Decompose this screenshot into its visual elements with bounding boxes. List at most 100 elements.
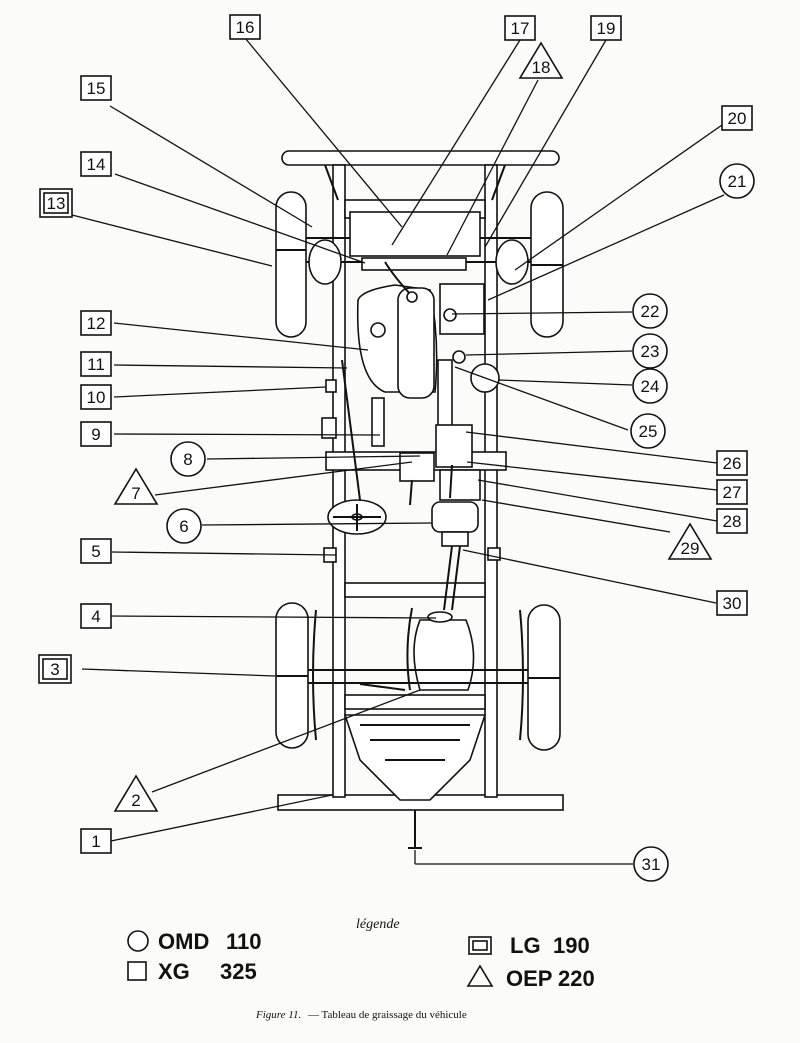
circle-marker-icon bbox=[632, 333, 668, 369]
callout-number: 31 bbox=[642, 855, 661, 874]
callout-number: 3 bbox=[50, 660, 59, 679]
callout-3: 3 bbox=[38, 654, 72, 684]
callout-number: 27 bbox=[723, 483, 742, 502]
callout-number: 30 bbox=[723, 594, 742, 613]
circle-marker-icon bbox=[166, 508, 202, 544]
callout-27: 27 bbox=[716, 479, 748, 505]
callout-7: 7 bbox=[113, 467, 159, 505]
triangle-marker-icon bbox=[113, 774, 159, 812]
callout-20: 20 bbox=[721, 105, 753, 131]
circle-marker-icon bbox=[630, 413, 666, 449]
cross-member-rear-1 bbox=[344, 582, 486, 598]
callout-14: 14 bbox=[80, 151, 112, 177]
callout-number: 17 bbox=[511, 19, 530, 38]
circle-marker-icon bbox=[632, 293, 668, 329]
callout-26: 26 bbox=[716, 450, 748, 476]
callout-number: 26 bbox=[723, 454, 742, 473]
triangle-symbol-icon bbox=[466, 964, 494, 987]
callout-22: 22 bbox=[632, 293, 668, 329]
callout-number: 8 bbox=[183, 450, 192, 469]
square-marker-icon bbox=[80, 351, 112, 377]
callout-16: 16 bbox=[229, 14, 261, 40]
square-marker-icon bbox=[716, 450, 748, 476]
callout-number: 11 bbox=[87, 355, 105, 374]
circle-marker-icon bbox=[633, 846, 669, 882]
callout-5: 5 bbox=[80, 538, 112, 564]
callout-number: 12 bbox=[87, 314, 106, 333]
circle-marker-icon bbox=[170, 441, 206, 477]
callout-number: 25 bbox=[639, 422, 658, 441]
square-marker-icon bbox=[504, 15, 536, 41]
callout-6: 6 bbox=[166, 508, 202, 544]
legend-value: 110 bbox=[226, 929, 262, 954]
caption-label: Figure 11. bbox=[255, 1009, 301, 1021]
legend-code: XG bbox=[158, 959, 190, 984]
square-marker-icon bbox=[80, 384, 112, 410]
square-marker-icon bbox=[80, 828, 112, 854]
leader-lines bbox=[71, 37, 725, 865]
callout-number: 19 bbox=[597, 19, 616, 38]
square-symbol-icon bbox=[127, 961, 147, 981]
legend-title: légende bbox=[356, 917, 400, 932]
square-marker-icon bbox=[80, 310, 112, 336]
callout-number: 10 bbox=[87, 388, 106, 407]
triangle-marker-icon bbox=[518, 41, 564, 79]
legend-value: 190 bbox=[553, 933, 590, 958]
legend-code: LG bbox=[510, 933, 541, 958]
callout-11: 11 bbox=[80, 351, 112, 377]
callout-number: 6 bbox=[179, 517, 188, 536]
callout-8: 8 bbox=[170, 441, 206, 477]
front-wheel-left bbox=[275, 191, 307, 338]
callout-21: 21 bbox=[719, 163, 755, 199]
front-bumper bbox=[281, 150, 560, 166]
callout-13: 13 bbox=[39, 188, 73, 218]
callout-28: 28 bbox=[716, 508, 748, 534]
legend-value: 220 bbox=[558, 966, 595, 991]
callout-number: 9 bbox=[91, 425, 100, 444]
square-marker-icon bbox=[721, 105, 753, 131]
callout-12: 12 bbox=[80, 310, 112, 336]
square-marker-icon bbox=[590, 15, 622, 41]
circle-marker-icon bbox=[632, 368, 668, 404]
callout-number: 20 bbox=[728, 109, 747, 128]
legend-item-lg: LG 190 bbox=[468, 933, 590, 958]
legend-value: 325 bbox=[220, 959, 257, 984]
callout-number: 4 bbox=[91, 607, 100, 626]
triangle-marker-icon bbox=[113, 467, 159, 505]
square-marker-icon bbox=[80, 75, 112, 101]
callout-number: 21 bbox=[728, 172, 747, 191]
callout-18: 18 bbox=[518, 41, 564, 79]
circle-symbol-icon bbox=[127, 930, 149, 952]
callout-30: 30 bbox=[716, 590, 748, 616]
callout-9: 9 bbox=[80, 421, 112, 447]
square-marker-icon bbox=[716, 479, 748, 505]
legend-code: OMD bbox=[158, 929, 209, 954]
circle-marker-icon bbox=[719, 163, 755, 199]
square-marker-icon bbox=[716, 590, 748, 616]
callout-number: 2 bbox=[131, 791, 140, 810]
callout-10: 10 bbox=[80, 384, 112, 410]
callout-23: 23 bbox=[632, 333, 668, 369]
callout-19: 19 bbox=[590, 15, 622, 41]
callout-number: 22 bbox=[641, 302, 660, 321]
triangle-marker-icon bbox=[667, 522, 713, 560]
legend-item-xg: XG 325 bbox=[127, 959, 257, 984]
callout-4: 4 bbox=[80, 603, 112, 629]
square-marker-icon bbox=[80, 603, 112, 629]
callout-number: 15 bbox=[87, 79, 106, 98]
frame-rail-left bbox=[332, 164, 346, 798]
callout-number: 13 bbox=[47, 194, 66, 213]
callout-number: 16 bbox=[236, 18, 255, 37]
callout-number: 5 bbox=[91, 542, 100, 561]
callout-number: 1 bbox=[91, 832, 100, 851]
callout-31: 31 bbox=[633, 846, 669, 882]
caption-text: — Tableau de graissage du véhicule bbox=[307, 1009, 467, 1021]
callout-number: 14 bbox=[87, 155, 106, 174]
callout-number: 23 bbox=[641, 342, 660, 361]
legend-code: OEP bbox=[506, 966, 552, 991]
callout-15: 15 bbox=[80, 75, 112, 101]
callout-17: 17 bbox=[504, 15, 536, 41]
callout-1: 1 bbox=[80, 828, 112, 854]
